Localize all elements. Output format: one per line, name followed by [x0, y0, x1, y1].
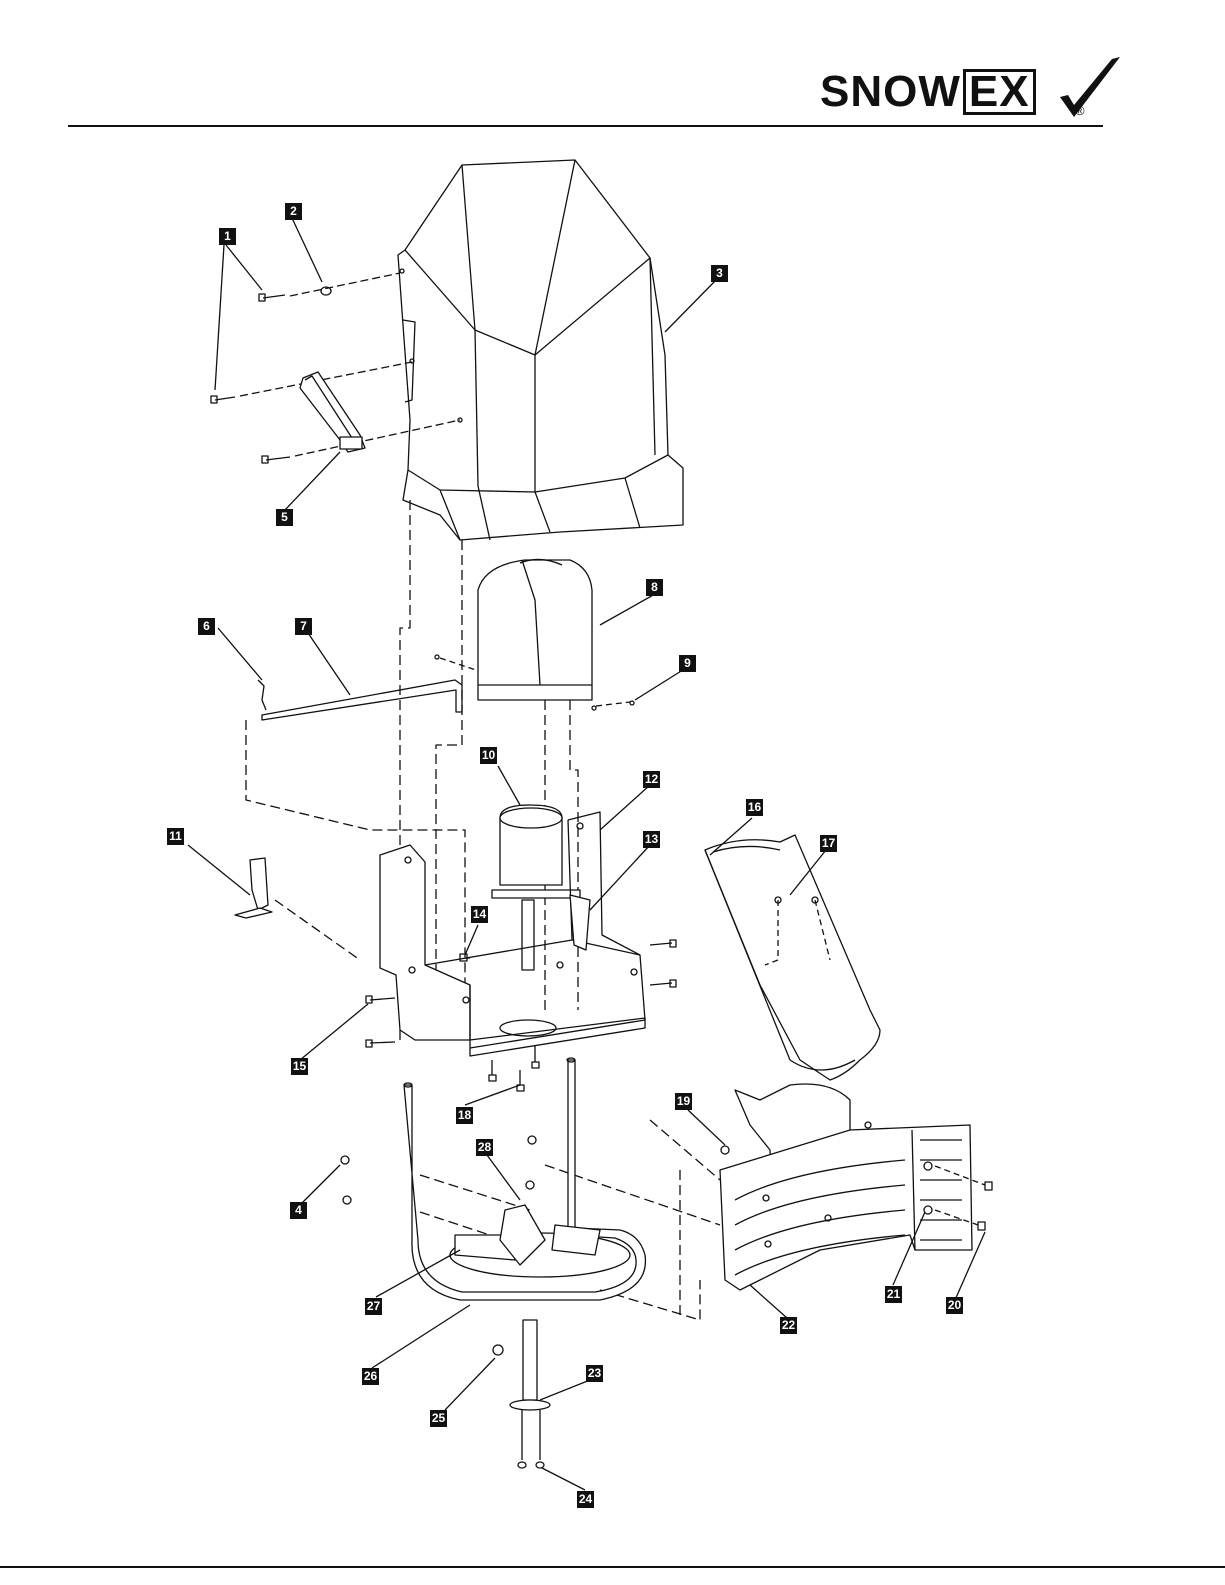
callout-21: 21 [885, 1286, 902, 1303]
callout-20: 20 [946, 1297, 963, 1314]
footer-rule [0, 1566, 1225, 1568]
callout-28: 28 [476, 1139, 493, 1156]
registered-mark: ® [1075, 103, 1085, 118]
callout-2: 2 [285, 203, 302, 220]
callout-16: 16 [746, 799, 763, 816]
callout-11: 11 [167, 828, 184, 845]
motor-cylinder [492, 805, 580, 970]
callout-19: 19 [675, 1093, 692, 1110]
callout-23: 23 [586, 1365, 603, 1382]
callout-24: 24 [577, 1491, 594, 1508]
logo-word-snow: SNOW [820, 67, 961, 116]
callout-5: 5 [276, 509, 293, 526]
control-rod [258, 680, 462, 720]
checkmark-icon [1052, 55, 1122, 125]
callout-3: 3 [711, 265, 728, 282]
callout-25: 25 [430, 1410, 447, 1427]
callout-1: 1 [219, 228, 236, 245]
callout-6: 6 [198, 618, 215, 635]
callout-26: 26 [362, 1368, 379, 1385]
callout-22: 22 [780, 1317, 797, 1334]
callout-14: 14 [471, 906, 488, 923]
callout-7: 7 [295, 618, 312, 635]
spinner-shaft [493, 1320, 550, 1468]
callout-13: 13 [643, 831, 660, 848]
callout-4: 4 [290, 1202, 307, 1219]
hood-cover [398, 160, 683, 540]
spinner-guard [720, 1125, 972, 1290]
callout-8: 8 [646, 579, 663, 596]
header-rule [68, 125, 1103, 127]
callout-17: 17 [820, 835, 837, 852]
callout-12: 12 [643, 771, 660, 788]
callout-15: 15 [291, 1058, 308, 1075]
exploded-view-drawing [0, 130, 1225, 1560]
callout-9: 9 [679, 655, 696, 672]
handle [300, 372, 365, 452]
callout-10: 10 [480, 747, 497, 764]
chute [705, 835, 880, 1080]
spinner-plate [450, 1205, 630, 1277]
callout-27: 27 [365, 1298, 382, 1315]
logo-word-ex: EX [963, 69, 1036, 115]
callout-18: 18 [456, 1107, 473, 1124]
motor-cover [478, 559, 592, 700]
